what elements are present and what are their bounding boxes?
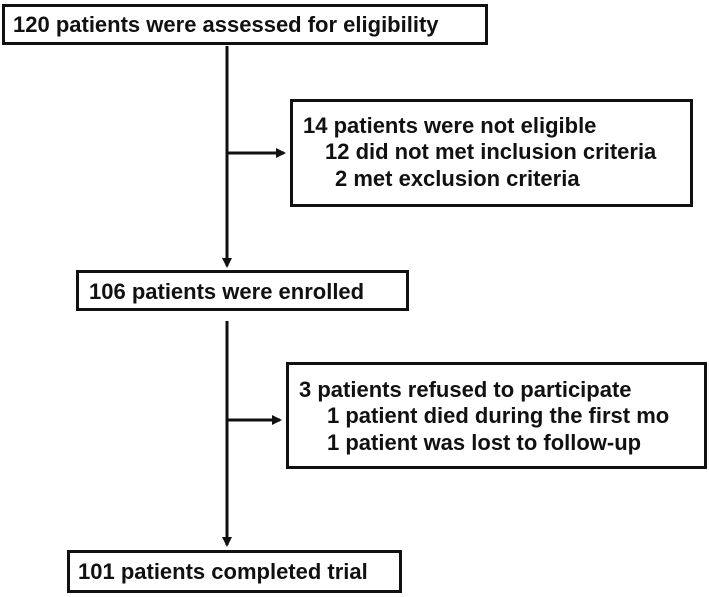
assessed-box: 120 patients were assessed for eligibili… [2, 4, 488, 45]
dropout-item: 1 patient died during the first mo [327, 403, 670, 429]
dropout-box: 3 patients refused to participate 1 pati… [286, 362, 707, 469]
not-eligible-item: 2 met exclusion criteria [335, 165, 580, 191]
not-eligible-item: 12 did not met inclusion criteria [325, 139, 657, 165]
dropout-item: 1 patient was lost to follow-up [327, 429, 642, 455]
not-eligible-title: 14 patients were not eligible [303, 113, 597, 138]
assessed-text: 120 patients were assessed for eligibili… [13, 12, 439, 37]
completed-text: 101 patients completed trial [78, 559, 368, 584]
enrolled-text: 106 patients were enrolled [89, 279, 365, 304]
enrolled-box: 106 patients were enrolled [76, 270, 409, 311]
not-eligible-box: 14 patients were not eligible 12 did not… [290, 99, 693, 207]
dropout-title: 3 patients refused to participate [299, 377, 632, 402]
completed-box: 101 patients completed trial [67, 550, 402, 593]
